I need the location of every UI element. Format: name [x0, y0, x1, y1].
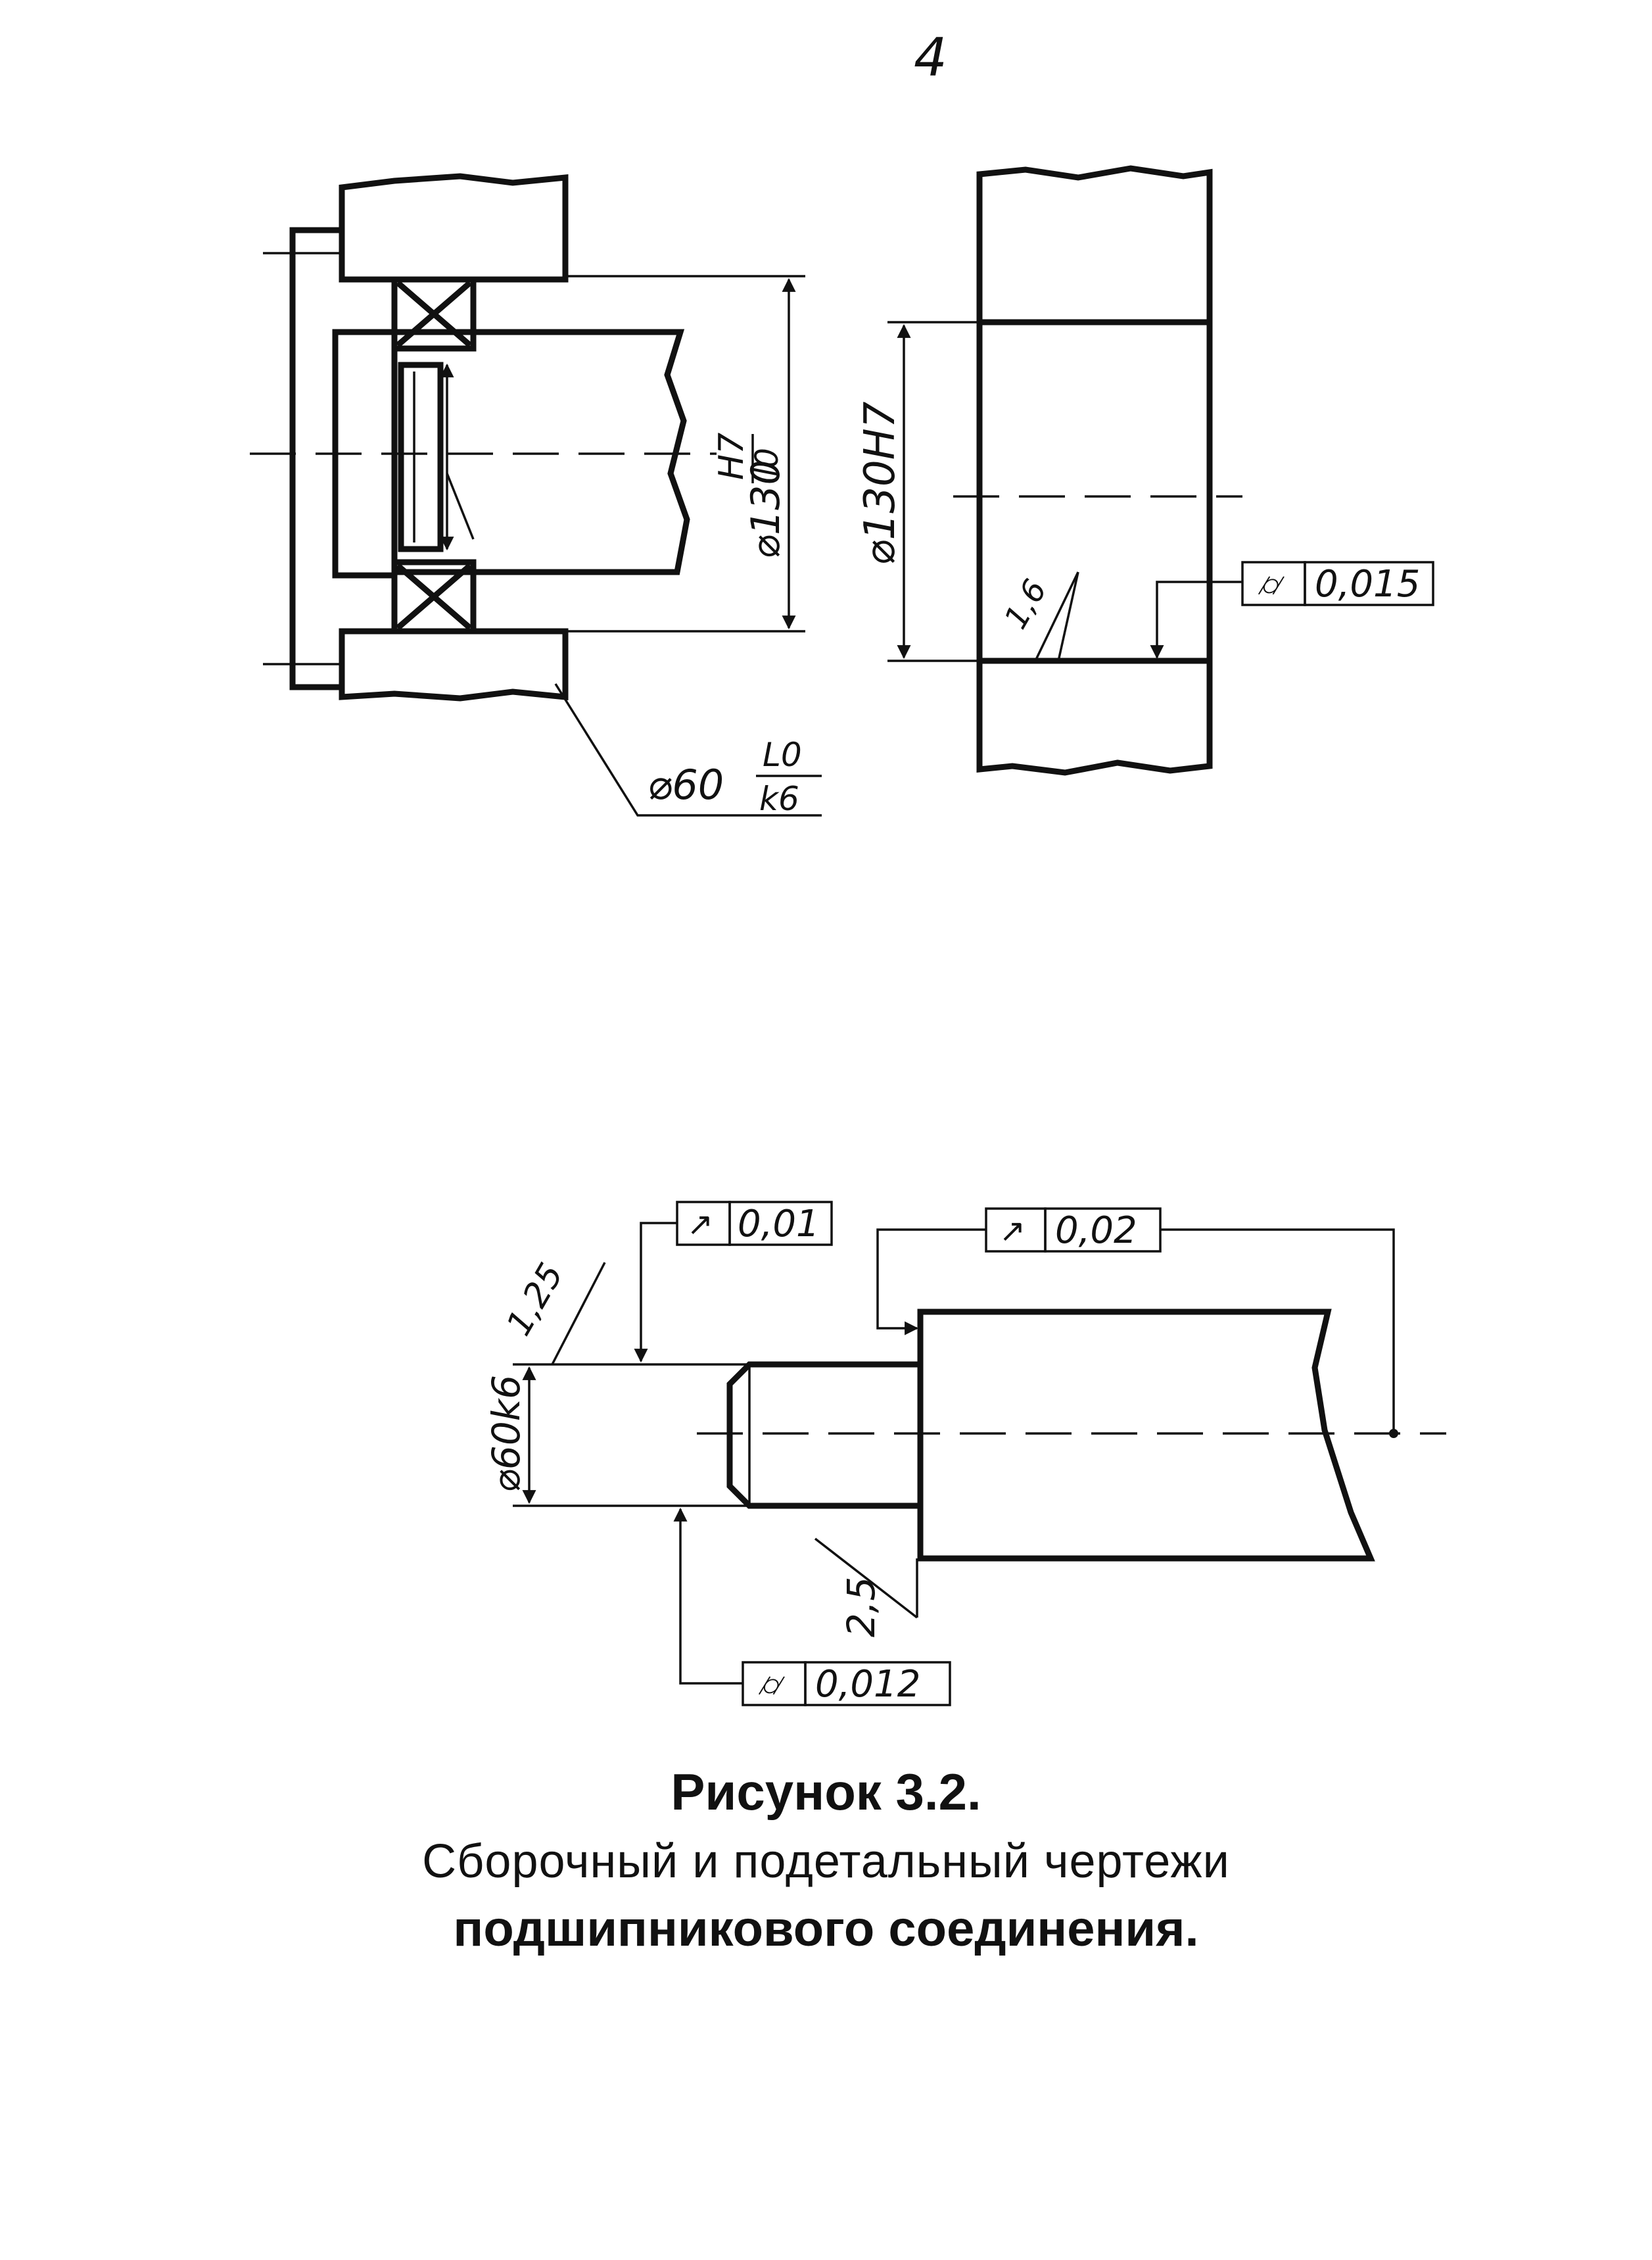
shoulder-runout-value: 0,02 [1055, 1209, 1137, 1252]
shaft [391, 329, 690, 575]
housing-detail-lower-section [976, 658, 1213, 776]
journal-runout-value: 0,01 [738, 1203, 820, 1245]
housing-bore-dimension: ⌀130H7 [856, 401, 905, 565]
runout-arrow-icon: ↗ [999, 1213, 1026, 1249]
figure-caption-line-1: Сборочный и подетальный чертежи [422, 1835, 1230, 1888]
runout-arrow-icon: ↗ [687, 1206, 713, 1243]
journal-cylindricity-fcf: ⌭ 0,012 [742, 1661, 951, 1706]
shaft-detail: ⌀60k6 1,25 ↗ 0,01 ↗ 0,02 2,5 ⌭ [484, 1201, 1446, 1706]
housing-upper-section [339, 173, 569, 283]
housing-fit-denominator: l0 [749, 448, 786, 477]
journal-roughness: 1,25 [499, 1257, 571, 1342]
shoulder-runout-fcf: ↗ 0,02 [985, 1207, 1162, 1253]
housing-detail: ⌀130H7 1,6 ⌭ 0,015 [856, 165, 1434, 776]
journal-cylindricity-value: 0,012 [815, 1663, 920, 1706]
housing-fit-diameter: ⌀130 [743, 460, 789, 559]
shaft-journal [726, 1361, 924, 1509]
housing-cylindricity-value: 0,015 [1315, 563, 1420, 606]
bearing-lower [391, 559, 477, 635]
end-cover-section [289, 227, 398, 690]
figure-caption-line-2: подшипникового соединения. [453, 1901, 1199, 1957]
cylindricity-icon: ⌭ [1258, 566, 1285, 603]
shaft-fit-denominator: k6 [759, 780, 799, 818]
figure-title: Рисунок 3.2. [671, 1763, 981, 1821]
journal-dimension: ⌀60k6 [484, 1375, 529, 1493]
housing-fit-numerator: H7 [712, 433, 751, 480]
housing-cylindricity-fcf: ⌭ 0,015 [1241, 561, 1434, 606]
housing-lower-section [339, 628, 569, 702]
inner-spacer [398, 362, 444, 552]
shaft-body [917, 1309, 1375, 1562]
cylindricity-icon: ⌭ [758, 1666, 785, 1703]
shoulder-roughness: 2,5 [839, 1577, 884, 1637]
shaft-fit-diameter: ⌀60 [648, 761, 724, 809]
bearing-upper [391, 276, 477, 352]
page-number: 4 [914, 27, 947, 88]
shaft-fit-numerator: L0 [763, 736, 802, 774]
housing-detail-upper-section [976, 165, 1213, 325]
journal-runout-fcf: ↗ 0,01 [676, 1201, 833, 1246]
housing-roughness: 1,6 [997, 573, 1054, 635]
assembly-drawing: ⌀130 H7 l0 ⌀60 L0 k6 [250, 173, 822, 818]
